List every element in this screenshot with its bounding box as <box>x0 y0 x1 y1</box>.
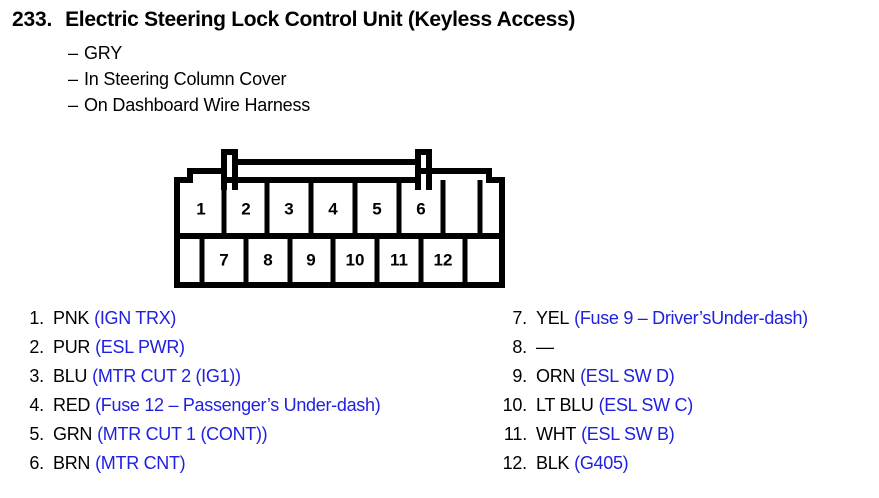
wire-color-code: RED <box>53 395 91 415</box>
detail-item-label: GRY <box>84 43 123 63</box>
detail-item: –In Steering Column Cover <box>68 66 310 92</box>
bullet-dash: – <box>68 43 78 63</box>
signal-name: (Fuse 9 – Driver’sUnder-dash) <box>574 308 808 328</box>
bullet-dash: – <box>68 69 78 89</box>
pin-label-12: 12 <box>434 250 453 269</box>
wire-color-code: BRN <box>53 453 91 473</box>
detail-item-label: In Steering Column Cover <box>84 69 287 89</box>
pin-label-5: 5 <box>372 199 381 218</box>
signal-name: (Fuse 12 – Passenger’s Under-dash) <box>95 395 381 415</box>
pin-legend-row: 1. PNK(IGN TRX) <box>14 308 484 337</box>
wire-color-code: PUR <box>53 337 91 357</box>
pin-description: GRN(MTR CUT 1 (CONT)) <box>53 424 268 445</box>
pin-label-9: 9 <box>306 250 315 269</box>
wire-color-code: ORN <box>536 366 576 386</box>
pin-label-1: 1 <box>196 199 205 218</box>
pin-description: YEL(Fuse 9 – Driver’sUnder-dash) <box>536 308 808 329</box>
connector-shell <box>174 168 505 288</box>
detail-item: –GRY <box>68 40 310 66</box>
pin-label-3: 3 <box>284 199 293 218</box>
connector-cell-dividers <box>199 180 483 285</box>
pin-legend-row: 5. GRN(MTR CUT 1 (CONT)) <box>14 424 484 453</box>
pin-description: BRN(MTR CNT) <box>53 453 186 474</box>
pin-legend-row: 3. BLU(MTR CUT 2 (IG1)) <box>14 366 484 395</box>
pin-index: 10. <box>502 395 528 415</box>
wire-color-code: BLK <box>536 453 570 473</box>
pin-legend-row: 2. PUR(ESL PWR) <box>14 337 484 366</box>
wire-color-code: LT BLU <box>536 395 594 415</box>
signal-name: (MTR CUT 1 (CONT)) <box>97 424 268 444</box>
signal-name: (ESL SW C) <box>598 395 694 415</box>
pin-index: 2. <box>29 337 44 357</box>
pin-index: 1. <box>29 308 44 328</box>
pin-index: 5. <box>29 424 44 444</box>
pin-index: 9. <box>512 366 527 386</box>
pin-index: 3. <box>29 366 44 386</box>
pin-label-8: 8 <box>263 250 272 269</box>
pin-label-7: 7 <box>219 250 228 269</box>
pin-legend-row: 10. LT BLU(ESL SW C) <box>497 395 879 424</box>
section-title: Electric Steering Lock Control Unit (Key… <box>65 8 576 31</box>
pin-label-4: 4 <box>328 199 338 218</box>
pin-label-11: 11 <box>390 250 408 269</box>
pin-index: 11. <box>503 424 527 444</box>
pin-index: 12. <box>502 453 528 473</box>
pin-legend-row: 4. RED(Fuse 12 – Passenger’s Under-dash) <box>14 395 484 424</box>
pin-description: PNK(IGN TRX) <box>53 308 176 329</box>
pin-legend-row: 6. BRN(MTR CNT) <box>14 453 484 482</box>
pin-legend-row: 11. WHT(ESL SW B) <box>497 424 879 453</box>
wire-color-code: BLU <box>53 366 88 386</box>
signal-name: (MTR CUT 2 (IG1)) <box>92 366 241 386</box>
pin-description: — <box>536 337 554 358</box>
pin-description: LT BLU(ESL SW C) <box>536 395 693 416</box>
pin-legend-row: 12. BLK(G405) <box>497 453 879 482</box>
pin-legend-left-column: 1. PNK(IGN TRX) 2. PUR(ESL PWR) 3. BLU(M… <box>14 308 484 482</box>
pin-index: 8. <box>512 337 527 357</box>
pin-label-10: 10 <box>346 250 365 269</box>
pin-label-2: 2 <box>241 199 250 218</box>
signal-name: (ESL SW B) <box>581 424 675 444</box>
pin-legend: 1. PNK(IGN TRX) 2. PUR(ESL PWR) 3. BLU(M… <box>0 308 879 498</box>
pin-description: BLK(G405) <box>536 453 629 474</box>
detail-item: –On Dashboard Wire Harness <box>68 92 310 118</box>
pin-description: PUR(ESL PWR) <box>53 337 185 358</box>
connector-svg: 1 2 3 4 5 6 7 8 9 10 11 12 <box>174 149 505 288</box>
wire-color-code: — <box>536 337 554 357</box>
signal-name: (MTR CNT) <box>95 453 186 473</box>
pin-index: 7. <box>512 308 527 328</box>
section-number: 233. <box>12 8 53 31</box>
pin-label-6: 6 <box>416 199 425 218</box>
bullet-dash: – <box>68 95 78 115</box>
detail-list: –GRY –In Steering Column Cover –On Dashb… <box>68 40 310 118</box>
pin-legend-row: 9. ORN(ESL SW D) <box>497 366 879 395</box>
connector-outline <box>174 149 505 288</box>
signal-name: (ESL SW D) <box>580 366 675 386</box>
pin-description: BLU(MTR CUT 2 (IG1)) <box>53 366 241 387</box>
wire-color-code: YEL <box>536 308 570 328</box>
detail-item-label: On Dashboard Wire Harness <box>84 95 311 115</box>
signal-name: (ESL PWR) <box>95 337 185 357</box>
pin-description: WHT(ESL SW B) <box>536 424 675 445</box>
signal-name: (IGN TRX) <box>94 308 177 328</box>
pin-description: ORN(ESL SW D) <box>536 366 675 387</box>
page-title: 233. Electric Steering Lock Control Unit… <box>12 8 575 32</box>
pin-legend-right-column: 7. YEL(Fuse 9 – Driver’sUnder-dash) 8. —… <box>497 308 879 482</box>
signal-name: (G405) <box>574 453 629 473</box>
pin-description: RED(Fuse 12 – Passenger’s Under-dash) <box>53 395 381 416</box>
pin-legend-row: 7. YEL(Fuse 9 – Driver’sUnder-dash) <box>497 308 879 337</box>
wire-color-code: GRN <box>53 424 93 444</box>
pin-index: 4. <box>29 395 44 415</box>
connector-diagram: 1 2 3 4 5 6 7 8 9 10 11 12 <box>160 140 520 295</box>
connector-pin-numbers: 1 2 3 4 5 6 7 8 9 10 11 12 <box>196 199 452 269</box>
pin-legend-row: 8. — <box>497 337 879 366</box>
pin-index: 6. <box>29 453 44 473</box>
wire-color-code: PNK <box>53 308 90 328</box>
wire-color-code: WHT <box>536 424 577 444</box>
